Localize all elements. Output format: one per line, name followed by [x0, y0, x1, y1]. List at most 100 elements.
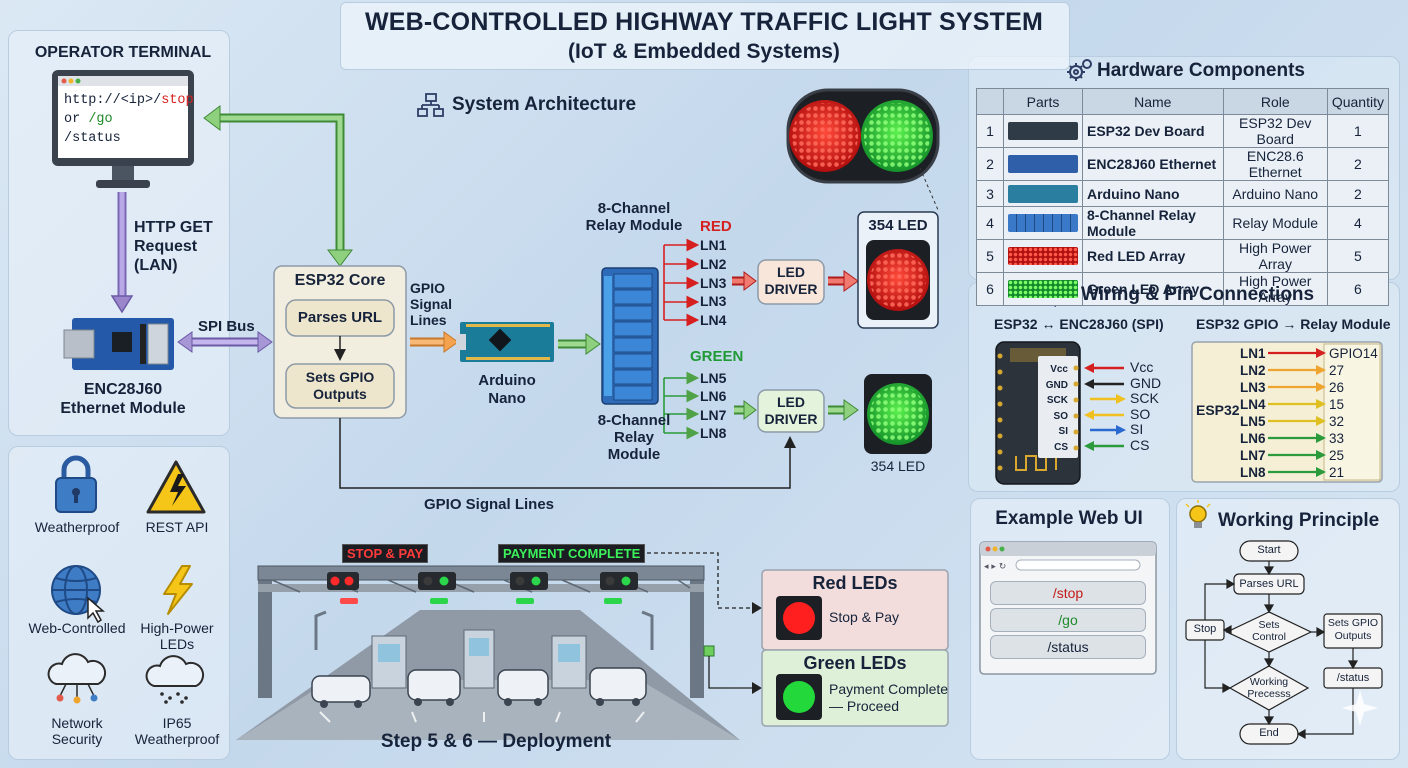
green-led-thumb-icon	[1008, 280, 1078, 299]
cloud-rain-icon	[145, 655, 205, 704]
row-name: Green LED Array	[1082, 272, 1224, 306]
enc-pin-cs: CS	[1130, 436, 1150, 453]
operator-title: OPERATOR TERMINAL	[34, 44, 212, 61]
enc-line1: ENC28J60	[83, 381, 163, 398]
url-go: /go	[88, 112, 113, 127]
spi-bus-label: SPI Bus	[198, 318, 255, 335]
relay-module-icon	[601, 267, 659, 405]
main-title: WEB-CONTROLLED HIGHWAY TRAFFIC LIGHT SYS…	[364, 8, 1044, 36]
col-role: Role	[1222, 88, 1328, 115]
esp32-wiring-label: ESP32	[1196, 402, 1240, 418]
enc-pin-gnd: GND	[1130, 374, 1162, 391]
driver-red-line1: LED	[777, 264, 805, 280]
table-row: 5 Red LED Array High Power Array 5	[976, 239, 1390, 273]
driver-red-line2: DRIVER	[764, 281, 818, 297]
gpio-wiring-title: ESP32 GPIO → Relay Module	[1196, 316, 1391, 332]
url-prefix: http://<ip>/	[64, 93, 162, 108]
principle-title: Working Principle	[1218, 510, 1380, 531]
gpio-line1: GPIO	[410, 280, 446, 296]
green-leds-title: Green LEDs	[803, 653, 907, 673]
board-pin-si: SI	[1058, 426, 1068, 438]
hardware-table: Parts Name Role Quantity 1 ESP32 Dev Boa…	[976, 88, 1390, 306]
led-driver-red-label: LED DRIVER	[758, 264, 824, 298]
process-line1: Working	[1249, 676, 1289, 688]
esp32-thumb-icon	[1008, 122, 1078, 141]
board-pin-list: Vcc GND SCK SO SI CS	[1040, 362, 1068, 456]
col-name: Name	[1082, 88, 1224, 115]
url-stop: stop	[161, 93, 194, 108]
part-thumb	[1003, 272, 1083, 306]
feature-weatherproof: Weatherproof	[34, 519, 120, 535]
sets-gpio-label: Sets GPIO Outputs	[286, 369, 394, 403]
enc-pin-so: SO	[1130, 405, 1151, 422]
red-line-ln3a: LN3	[700, 274, 727, 291]
col-num	[976, 88, 1004, 115]
red-line-ln3b: LN3	[700, 293, 727, 310]
sets-line1: Sets GPIO	[305, 369, 375, 385]
red-leds-desc: Stop & Pay	[829, 609, 900, 625]
flow-start-label: Start	[1257, 544, 1281, 556]
padlock-icon	[55, 455, 97, 513]
gear-icon	[1067, 59, 1092, 81]
go-button[interactable]: /go	[990, 608, 1146, 632]
nano-thumb-icon	[1008, 184, 1078, 203]
flow-status-label: /status	[1336, 672, 1370, 684]
row-name: Red LED Array	[1082, 239, 1224, 273]
url-status: /status	[64, 131, 121, 146]
enc-label: ENC28J60 Ethernet Module	[40, 380, 206, 418]
table-row: 3 Arduino Nano Arduino Nano 2	[976, 180, 1390, 207]
col-quantity: Quantity	[1326, 88, 1390, 115]
row-num: 3	[976, 180, 1004, 207]
spi-wiring-title: ESP32 ↔ ENC28J60 (SPI)	[994, 316, 1164, 332]
red-channel-label: RED	[700, 218, 732, 235]
globe-cursor-icon	[51, 565, 106, 624]
feature-ip65-line2: Weatherproof	[134, 731, 220, 747]
relay-bot-line3: Module	[607, 446, 661, 463]
row-num: 1	[976, 114, 1004, 148]
row-role: Relay Module	[1222, 206, 1328, 240]
feature-web-controlled: Web-Controlled	[28, 620, 126, 636]
wire-ln4: LN4	[1240, 397, 1266, 412]
row-name: 8-Channel Relay Module	[1082, 206, 1224, 240]
nano-label: Arduino Nano	[464, 372, 550, 408]
wiring-title: Wiring & Pin Connections	[1081, 284, 1315, 305]
nano-line1: Arduino	[478, 372, 536, 389]
bottom-gpio-label: GPIO Signal Lines	[424, 496, 555, 513]
flow-decision-label: Sets Control	[1234, 619, 1304, 643]
stop-button[interactable]: /stop	[990, 581, 1146, 605]
gpio-pin-25: 25	[1329, 448, 1345, 463]
row-role: ESP32 Dev Board	[1222, 114, 1328, 148]
wire-ln5: LN5	[1240, 414, 1266, 429]
gpio-pin-14: GPIO14	[1329, 346, 1378, 361]
part-thumb	[1003, 239, 1083, 273]
stop-pay-sign: STOP & PAY	[342, 544, 429, 563]
flow-process-label: Working Precesss	[1234, 676, 1304, 700]
led-top-label: 354 LED	[868, 217, 928, 234]
feature-network-line2: Security	[51, 731, 103, 747]
gpio-pin-33: 33	[1329, 431, 1345, 446]
flow-parses-label: Parses URL	[1239, 578, 1299, 590]
esp32-board-icon	[995, 341, 1081, 485]
row-name: ESP32 Dev Board	[1082, 114, 1224, 148]
red-led-thumb-icon	[1008, 247, 1078, 266]
feature-ip65: IP65 Weatherproof	[122, 715, 232, 747]
row-qty: 4	[1326, 206, 1390, 240]
gpio-pin-27: 27	[1329, 363, 1345, 378]
table-row: 6 Green LED Array High Power Array 6	[976, 272, 1390, 306]
svg-text:◂ ▸ ↻: ◂ ▸ ↻	[984, 562, 1006, 572]
row-qty: 2	[1326, 147, 1390, 181]
enc-pin-sck: SCK	[1130, 390, 1159, 407]
relay-thumb-icon	[1008, 214, 1078, 233]
board-pin-gnd: GND	[1045, 379, 1068, 391]
url-or: or	[64, 112, 89, 127]
gpio-pin-26: 26	[1329, 380, 1345, 395]
feature-rest-api: REST API	[145, 519, 209, 535]
row-num: 2	[976, 147, 1004, 181]
red-lines-list: LN1 LN2 LN3 LN3 LN4	[700, 236, 726, 330]
wire-ln6: LN6	[1240, 431, 1266, 446]
status-button[interactable]: /status	[990, 635, 1146, 659]
red-line-ln4: LN4	[700, 312, 727, 329]
hardware-title: Hardware Components	[1097, 60, 1305, 81]
arduino-nano-icon	[456, 322, 554, 362]
payment-complete-sign: PAYMENT COMPLETE	[498, 544, 646, 563]
